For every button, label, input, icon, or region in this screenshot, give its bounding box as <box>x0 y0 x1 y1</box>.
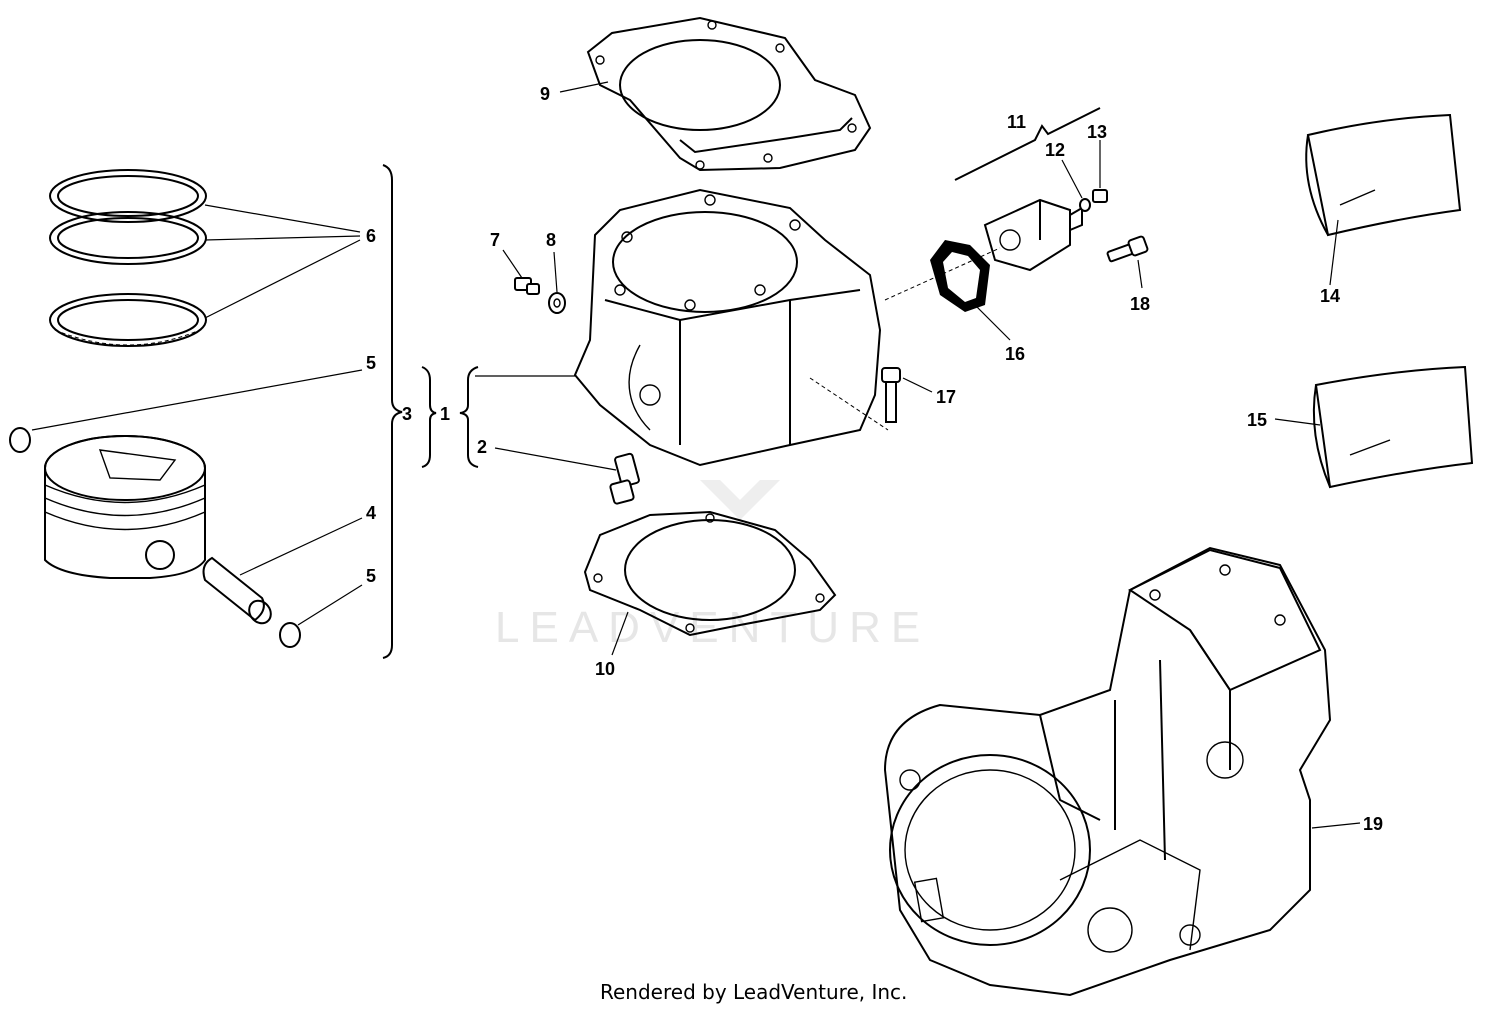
callout-7: 7 <box>490 230 500 250</box>
callout-13: 13 <box>1087 122 1107 142</box>
piston-rings <box>49 169 207 347</box>
callout-5a: 5 <box>366 353 376 373</box>
bracket-1-right <box>459 366 479 468</box>
watermark-logo-icon <box>700 480 780 520</box>
callout-6: 6 <box>366 226 376 246</box>
piston <box>44 435 206 579</box>
footer-credit: Rendered by LeadVenture, Inc. <box>600 980 908 1004</box>
head-gasket <box>586 16 872 172</box>
callout-5b: 5 <box>366 566 376 586</box>
callout-4: 4 <box>366 503 376 523</box>
stud-2 <box>609 452 640 505</box>
callout-16: 16 <box>1005 344 1025 364</box>
bolt-18 <box>1106 235 1149 263</box>
callout-9: 9 <box>540 84 550 104</box>
callout-17: 17 <box>936 387 956 407</box>
watermark-text: LEADVENTURE <box>495 603 930 652</box>
bolt-7 <box>514 277 540 295</box>
callout-1: 1 <box>440 404 450 424</box>
callout-19: 19 <box>1363 814 1383 834</box>
engine-assembly <box>883 546 1332 997</box>
callout-14: 14 <box>1320 286 1340 306</box>
bag-15 <box>1312 365 1474 489</box>
callout-10: 10 <box>595 659 615 679</box>
callout-12: 12 <box>1045 140 1065 160</box>
circlip-bottom <box>279 622 301 648</box>
bolt-17 <box>881 367 901 423</box>
callout-8: 8 <box>546 230 556 250</box>
cylinder <box>573 188 882 467</box>
washer-12 <box>1079 198 1091 212</box>
callout-2: 2 <box>477 437 487 457</box>
base-gasket <box>583 510 837 637</box>
bolt-13 <box>1092 189 1108 203</box>
piston-pin <box>202 556 272 625</box>
callout-3: 3 <box>402 404 412 424</box>
bag-14 <box>1305 113 1462 237</box>
chain-tensioner <box>983 198 1083 272</box>
washer-8 <box>548 292 566 314</box>
bracket-3 <box>382 164 403 659</box>
bracket-11 <box>954 107 1101 181</box>
circlip-top <box>9 427 31 453</box>
callout-11: 11 <box>1007 112 1026 132</box>
bracket-1-left <box>421 366 437 468</box>
tensioner-gasket <box>930 240 990 312</box>
callout-18: 18 <box>1130 294 1150 314</box>
callout-15: 15 <box>1247 410 1267 430</box>
